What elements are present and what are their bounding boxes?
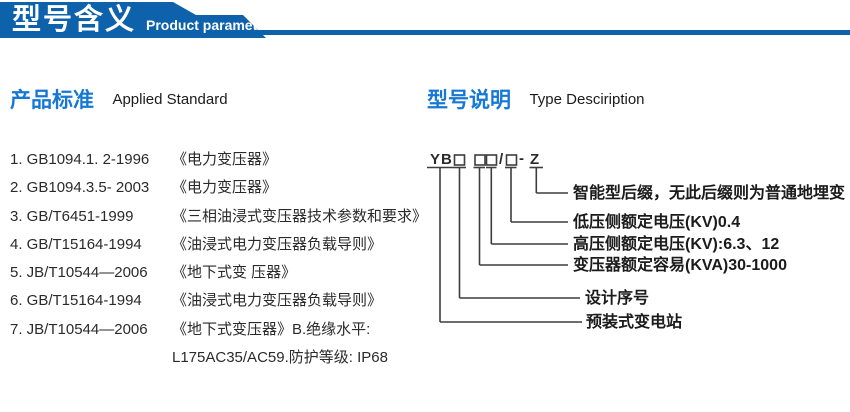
header-rule-line [252,30,850,35]
model-code-diagram: YB / - Z 智能型后缀，无此后缀则为普通地埋变 低压侧额定电压(KV)0.… [427,150,845,331]
standard-code: 3. GB/T6451-1999 [10,207,134,225]
standard-item: 5. JB/T10544—2006 《地下式变 压器》 [10,259,440,287]
standard-code: 6. GB/T15164-1994 [10,292,142,310]
model-code-box [453,154,466,166]
standard-title: 《油浸式电力变压器负载导则》 [172,235,383,253]
page-title: 型号含义 [12,4,137,36]
standards-list: 1. GB1094.1. 2-1996 《电力变压器》 2. GB1094.3.… [10,146,440,372]
model-code-suffix: Z [530,151,539,168]
standard-title: 《电力变压器》 [172,179,278,197]
standard-item: 2. GB1094.3.5- 2003 《电力变压器》 [10,174,440,202]
standard-item: 4. GB/T15164-1994 《油浸式电力变压器负载导则》 [10,231,440,259]
standard-item: 1. GB1094.1. 2-1996 《电力变压器》 [10,146,440,174]
model-code-box [505,154,518,166]
standard-title: 《三相油浸式变压器技术参数和要求》 [172,207,428,225]
standard-title: 《电力变压器》 [172,151,278,168]
diagram-label-prefab-substation: 预装式变电站 [586,312,682,331]
standard-item-continuation: L175AC35/AC59.防护等级: IP68 [172,349,388,367]
standard-code: 4. GB/T15164-1994 [10,235,142,253]
standard-title: 《地下式变 压器》 [172,264,297,282]
standard-item: 6. GB/T15164-1994 《油浸式电力变压器负载导则》 [10,287,440,315]
model-code-box [485,154,498,166]
diagram-label-smart-suffix: 智能型后缀，无此后缀则为普通地埋变 [573,183,845,202]
model-code-slash: / [499,151,504,168]
diagram-label-hv-voltage: 高压侧额定电压(KV):6.3、12 [573,234,779,253]
applied-standard-heading-en: Applied Standard [112,90,228,108]
type-description-heading-en: Type Desciription [529,90,645,108]
type-description-heading-cn: 型号说明 [427,89,511,112]
standard-code: 1. GB1094.1. 2-1996 [10,151,150,168]
standard-item: 7. JB/T10544—2006 《地下式变压器》B.绝缘水平: [10,316,440,344]
model-code-dash: - [519,150,524,167]
model-code-prefix: YB [430,151,453,168]
standard-item: 3. GB/T6451-1999 《三相油浸式变压器技术参数和要求》 [10,203,440,231]
diagram-label-design-number: 设计序号 [585,288,649,307]
applied-standard-heading: 产品标准 Applied Standard [10,84,228,114]
type-description-heading: 型号说明 Type Desciription [427,84,645,114]
standard-title: 《地下式变压器》B.绝缘水平: [172,320,371,338]
standard-code: 2. GB1094.3.5- 2003 [10,179,150,197]
diagram-label-lv-voltage: 低压侧额定电压(KV)0.4 [572,212,740,231]
standard-title: 《油浸式电力变压器负载导则》 [172,292,383,310]
applied-standard-heading-cn: 产品标准 [10,89,94,112]
standard-code: 5. JB/T10544—2006 [10,264,148,282]
model-code-box [474,154,486,166]
page-subtitle: Product parameters [146,17,279,33]
standard-code: 7. JB/T10544—2006 [10,320,148,338]
diagram-label-rated-capacity: 变压器额定容易(KVA)30-1000 [573,255,787,274]
